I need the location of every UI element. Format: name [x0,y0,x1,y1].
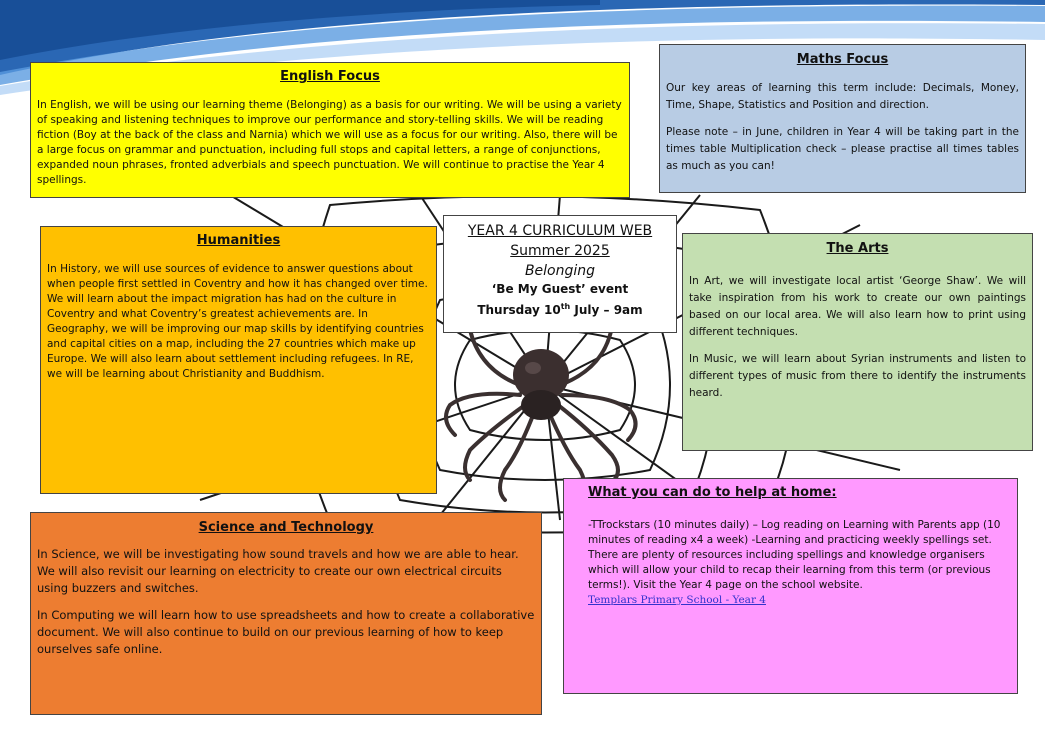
english-focus-box: English Focus In English, we will be usi… [30,62,630,198]
the-arts-box: The Arts In Art, we will investigate loc… [682,233,1033,451]
science-technology-heading: Science and Technology [198,520,374,535]
humanities-text: In History, we will use sources of evide… [47,263,428,380]
maths-focus-paragraph-1: Our key areas of learning this term incl… [666,82,1019,111]
the-arts-heading: The Arts [826,241,889,256]
maths-focus-box: Maths Focus Our key areas of learning th… [659,44,1026,193]
science-technology-box: Science and Technology In Science, we wi… [30,512,542,715]
theme-label: Belonging [524,263,596,279]
english-focus-text: In English, we will be using our learnin… [37,99,622,186]
maths-focus-paragraph-2: Please note – in June, children in Year … [666,126,1019,172]
event-date: Thursday 10th July – 9am [477,302,643,317]
humanities-heading: Humanities [196,233,281,248]
curriculum-title: YEAR 4 CURRICULUM WEB [467,223,653,239]
term-label: Summer 2025 [510,243,610,259]
humanities-box: Humanities In History, we will use sourc… [40,226,437,494]
curriculum-title-box: YEAR 4 CURRICULUM WEB Summer 2025 Belong… [443,215,677,333]
computing-paragraph: In Computing we will learn how to use sp… [37,608,535,656]
year-4-page-link[interactable]: Templars Primary School - Year 4 [588,594,766,606]
maths-focus-heading: Maths Focus [796,52,889,67]
the-arts-paragraph-2: In Music, we will learn about Syrian ins… [689,353,1026,399]
help-at-home-text: -TTrockstars (10 minutes daily) – Log re… [588,519,1001,591]
help-at-home-box: What you can do to help at home: -TTrock… [563,478,1018,694]
help-at-home-heading: What you can do to help at home: [588,485,837,500]
event-name: ‘Be My Guest’ event [491,282,629,296]
english-focus-heading: English Focus [280,69,380,84]
blue-swoosh-banner [0,0,1045,96]
the-arts-paragraph-1: In Art, we will investigate local artist… [689,275,1026,338]
science-paragraph: In Science, we will be investigating how… [37,547,519,595]
